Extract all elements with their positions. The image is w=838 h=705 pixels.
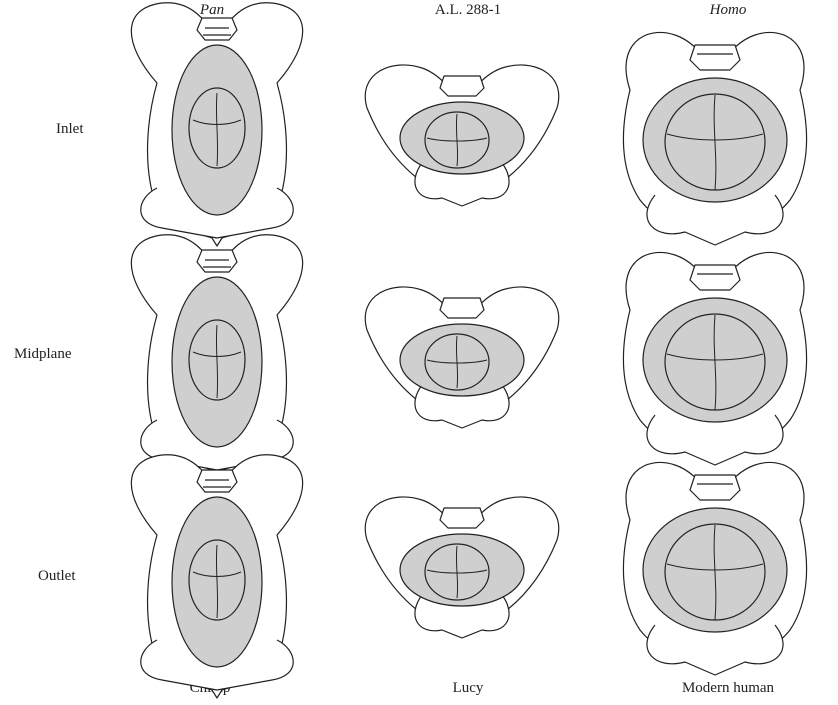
homo-inlet-pelvis (623, 32, 806, 245)
pan-midplane-pelvis (131, 235, 302, 478)
lucy-midplane-pelvis (365, 287, 558, 428)
lucy-inlet-pelvis (365, 65, 558, 206)
pan-outlet-pelvis (131, 455, 302, 698)
pan-inlet-pelvis (131, 3, 302, 246)
lucy-outlet-pelvis (365, 497, 558, 638)
homo-outlet-pelvis (623, 462, 806, 675)
homo-midplane-pelvis (623, 252, 806, 465)
